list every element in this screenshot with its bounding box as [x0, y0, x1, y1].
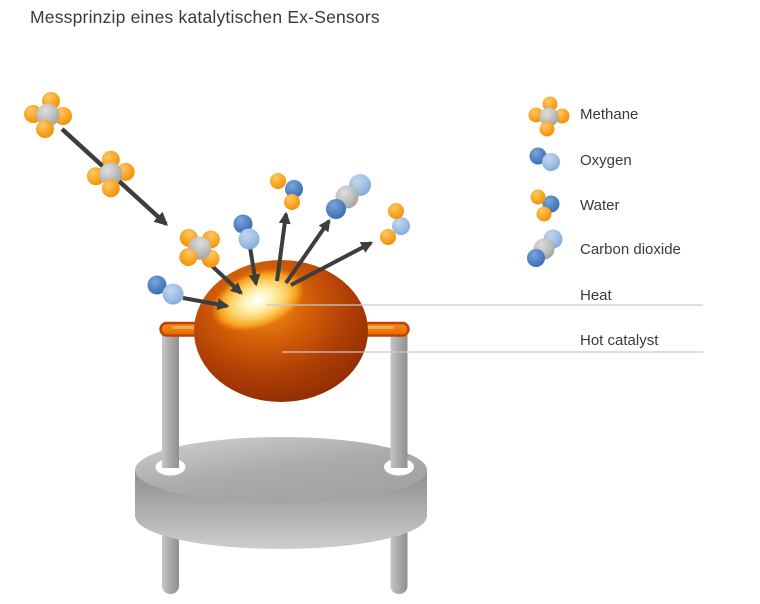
support-post-right [390, 331, 408, 468]
legend-label-oxygen: Oxygen [580, 152, 632, 169]
oxygen-molecule-1 [147, 275, 184, 305]
carbon-dioxide-outflow-arrow [284, 219, 331, 285]
page-title: Messprinzip eines katalytischen Ex-Senso… [30, 7, 380, 27]
methane-molecule-2 [86, 150, 135, 198]
heat-label: Heat [580, 287, 612, 304]
support-post-left [162, 331, 179, 468]
water-molecule-icon [530, 189, 560, 222]
water-outflow-arrow-1 [275, 211, 291, 282]
water-molecule-out-2 [380, 203, 410, 245]
base-top-surface [135, 437, 427, 503]
methane-molecule-3 [179, 228, 220, 268]
legend-label-carbon-dioxide: Carbon dioxide [580, 241, 681, 258]
carbon-dioxide-molecule-out [326, 174, 371, 219]
oxygen-to-catalyst-arrow [182, 296, 230, 311]
water-outflow-arrow-2 [290, 241, 374, 287]
legend-label-water: Water [580, 197, 620, 214]
oxygen-down-arrow [248, 246, 261, 287]
methane-to-catalyst-arrow [210, 264, 243, 295]
water-molecule-out-1 [270, 173, 303, 210]
carbon-dioxide-molecule-icon [527, 229, 563, 267]
hot-catalyst-label: Hot catalyst [580, 332, 659, 349]
pedestal-base [135, 437, 427, 549]
legend-label-methane: Methane [580, 106, 639, 123]
methane-molecule-1 [24, 92, 72, 138]
methane-molecule-icon [528, 96, 570, 137]
oxygen-molecule-2 [233, 214, 260, 250]
oxygen-molecule-icon [529, 147, 560, 171]
